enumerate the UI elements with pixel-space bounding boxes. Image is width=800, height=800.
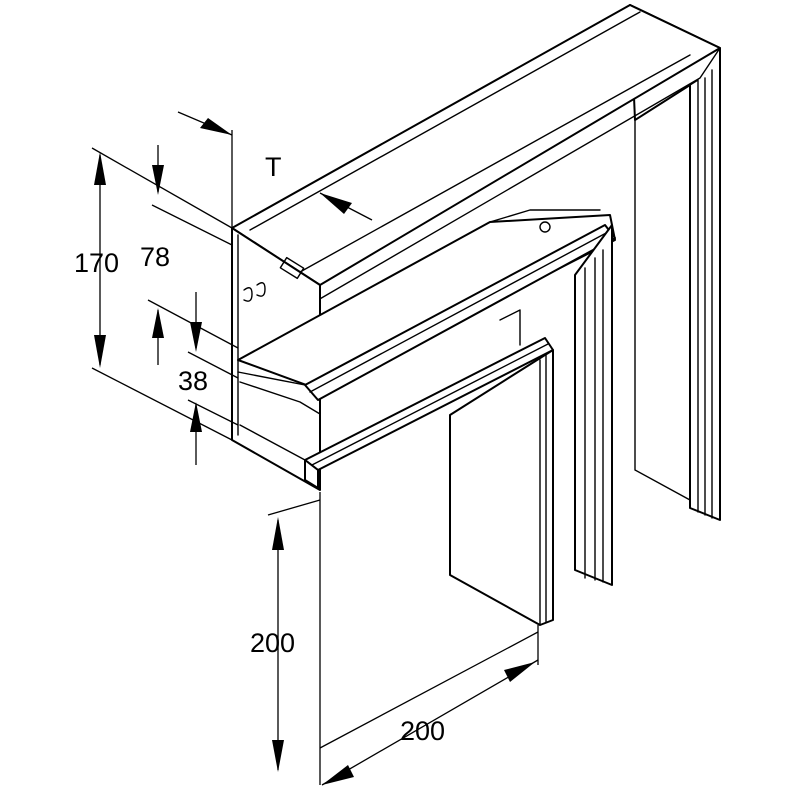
- leg-vertical-label: 200: [250, 628, 295, 658]
- middle-rail: [499, 224, 613, 586]
- dimension-depth: T: [177, 111, 373, 228]
- dimension-height-lower: 38: [178, 292, 239, 465]
- height-total-label: 170: [74, 248, 119, 278]
- height-upper-label: 78: [140, 242, 170, 272]
- depth-label: T: [265, 152, 282, 182]
- lower-cover: [239, 337, 554, 489]
- dimension-leg-vertical: 200: [250, 492, 321, 785]
- height-lower-label: 38: [178, 366, 208, 396]
- leg-horizontal-label: 200: [400, 716, 445, 746]
- dimension-leg-horizontal: 200: [319, 625, 539, 786]
- manufacturer-mark-icon: [243, 256, 305, 302]
- dimension-height-upper: 78: [140, 145, 239, 365]
- lower-leg: [449, 349, 554, 626]
- dimension-height-total: 170: [74, 147, 233, 441]
